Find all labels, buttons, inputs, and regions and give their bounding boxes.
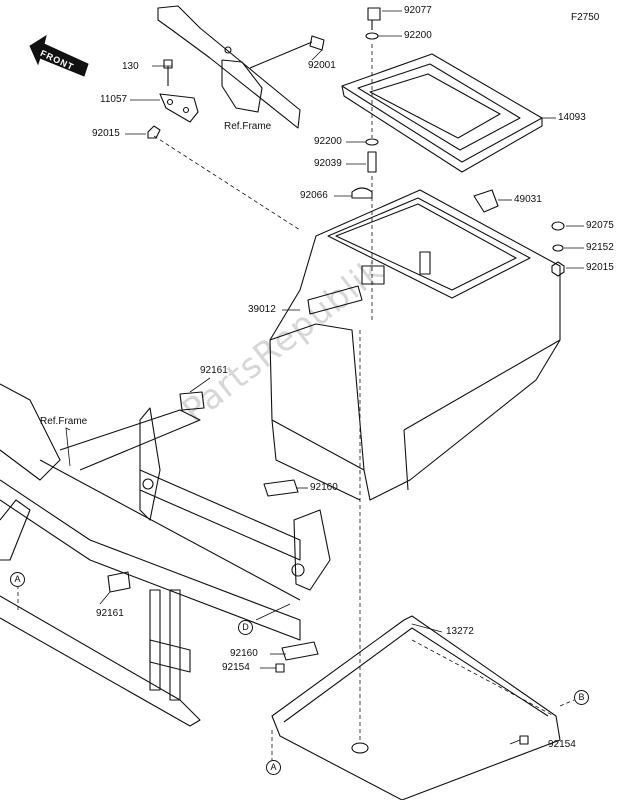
part-92160-bottom: 92160 (230, 648, 258, 659)
ref-frame-top-tube (157, 5, 301, 129)
ref-frame-label-left: Ref.Frame (40, 416, 88, 427)
washer-92200-top (365, 32, 379, 40)
part-92200-mid: 92200 (314, 136, 342, 147)
washer-92200-mid (365, 138, 379, 146)
part-92077: 92077 (404, 5, 432, 16)
strip-92161-bottom (107, 571, 131, 593)
latch-49031 (473, 189, 499, 213)
drain-hole (351, 742, 369, 754)
bolt-92154-left (275, 663, 285, 673)
fasteners-right (551, 221, 565, 277)
part-92015-right: 92015 (586, 262, 614, 273)
pin-92039 (367, 151, 377, 173)
storage-box-39012 (269, 189, 561, 501)
cap-92066 (351, 187, 373, 199)
ref-frame-lower (0, 383, 331, 727)
front-arrow-icon (29, 34, 89, 77)
part-92160-mid: 92160 (310, 482, 338, 493)
part-92066: 92066 (300, 190, 328, 201)
nut-92015-top (147, 125, 161, 139)
strip-92160-bottom (281, 641, 319, 661)
part-92154-right: 92154 (548, 739, 576, 750)
dashed-guides (17, 44, 575, 760)
part-14093: 14093 (558, 112, 586, 123)
part-92015-top: 92015 (92, 128, 120, 139)
strip-92160-mid (263, 479, 299, 497)
seat-pad-14093 (341, 53, 543, 173)
callout-a-bottom: A (266, 760, 281, 775)
strip-92161-top (179, 391, 205, 411)
part-92075: 92075 (586, 220, 614, 231)
callout-b: B (574, 690, 589, 705)
figure-code: F2750 (571, 12, 600, 23)
part-130: 130 (122, 61, 139, 72)
part-92161-top: 92161 (200, 365, 228, 376)
ref-frame-label-top: Ref.Frame (224, 121, 272, 132)
callout-a-left: A (10, 572, 25, 587)
part-92039: 92039 (314, 158, 342, 169)
part-13272: 13272 (446, 626, 474, 637)
leader-lines (65, 10, 584, 745)
part-92200-top: 92200 (404, 30, 432, 41)
bolt-92154-right (519, 735, 529, 745)
knob-92077 (367, 7, 381, 30)
callout-d: D (238, 620, 253, 635)
part-92001: 92001 (308, 60, 336, 71)
bracket-11057 (159, 59, 199, 123)
part-92154-left: 92154 (222, 662, 250, 673)
floor-plate-13272 (271, 615, 561, 800)
part-49031: 49031 (514, 194, 542, 205)
part-11057: 11057 (100, 94, 128, 105)
part-39012: 39012 (248, 304, 276, 315)
part-92152: 92152 (586, 242, 614, 253)
part-92161-bottom: 92161 (96, 608, 124, 619)
